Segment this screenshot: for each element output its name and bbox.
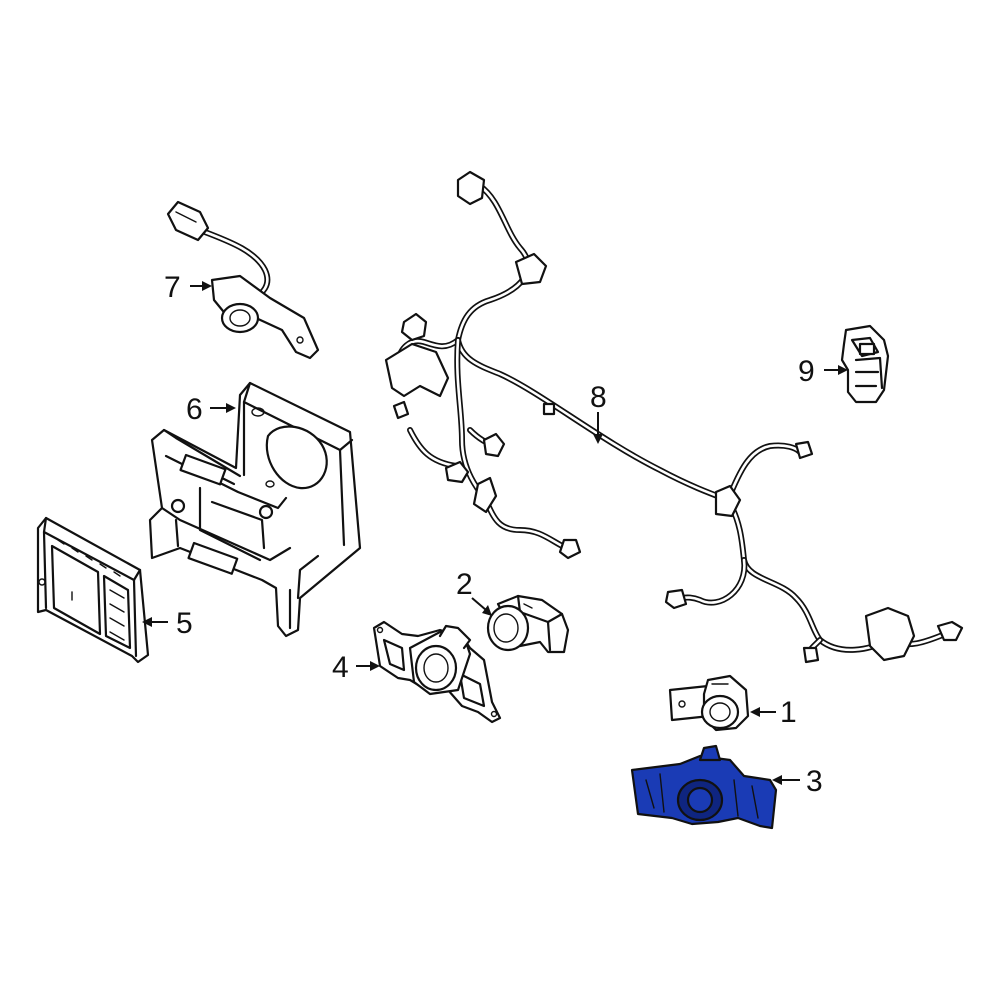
part-6-bracket[interactable] (148, 381, 362, 638)
part-8-wiring-harness[interactable] (384, 170, 964, 664)
callout-1: 1 (780, 696, 797, 729)
callout-8: 8 (590, 381, 607, 414)
callout-3: 3 (806, 765, 823, 798)
callout-7: 7 (164, 271, 181, 304)
part-7-camera[interactable] (166, 200, 320, 360)
part-5-control-module[interactable] (36, 516, 150, 664)
part-2-parking-sensor[interactable] (486, 594, 570, 654)
callout-9: 9 (798, 355, 815, 388)
part-3-sensor-retainer-highlighted[interactable] (630, 744, 778, 830)
callout-arrows (142, 281, 848, 785)
callout-4: 4 (332, 651, 349, 684)
part-4-sensor-retainer[interactable] (372, 620, 502, 724)
part-9-connector[interactable] (840, 324, 890, 404)
callout-labels: 7 6 5 4 2 8 9 1 3 (164, 271, 823, 798)
part-1-sensor[interactable] (668, 674, 750, 732)
callout-5: 5 (176, 607, 193, 640)
callout-6: 6 (186, 393, 203, 426)
callout-2: 2 (456, 568, 473, 601)
